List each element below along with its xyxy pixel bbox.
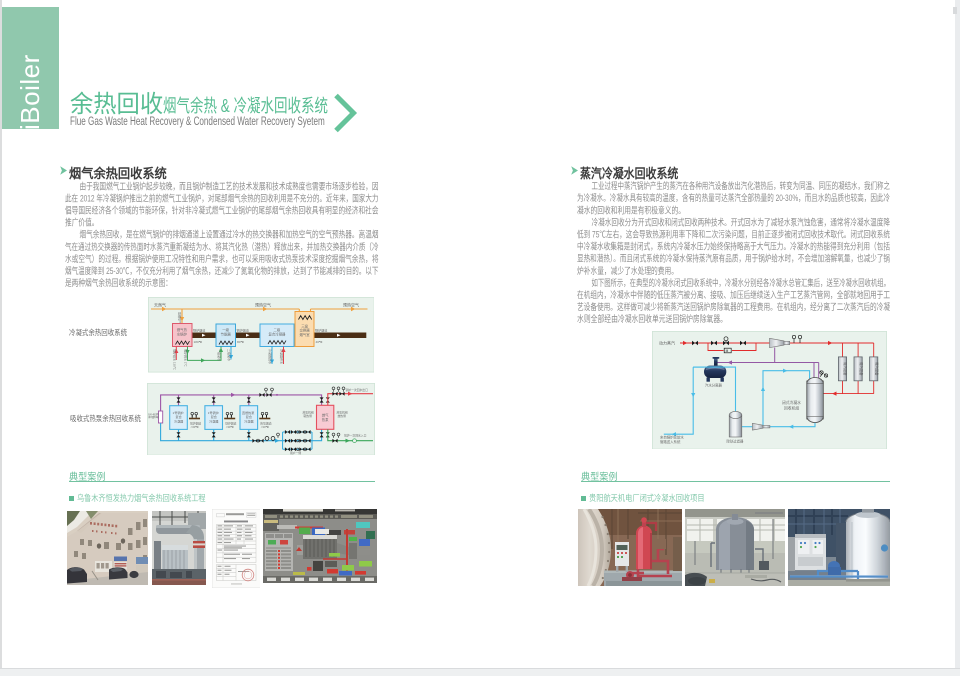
svg-text:1号锅炉: 1号锅炉: [173, 410, 184, 415]
svg-text:显热和潜热）。而且闭式系统的冷凝水保持蒸汽原有品质，用于锅炉: 显热和潜热）。而且闭式系统的冷凝水保持蒸汽原有品质，用于锅炉给水时，不会增加溶解…: [577, 253, 890, 264]
svg-text:交换器: 交换器: [299, 328, 310, 333]
svg-text:来自锅炉房软水: 来自锅炉房软水: [660, 434, 684, 439]
svg-text:三级: 三级: [301, 324, 308, 329]
svg-text:锅炉烟道: 锅炉烟道: [225, 421, 236, 425]
svg-text:预热空气: 预热空气: [343, 302, 359, 308]
svg-text:节能器: 节能器: [220, 331, 231, 336]
svg-text:炉补水量，减少了水处理的费用。: 炉补水量，减少了水处理的费用。: [577, 265, 678, 276]
svg-text:热泵机组: 热泵机组: [303, 410, 314, 414]
svg-text:助燃空气: 助燃空气: [177, 312, 182, 324]
svg-text:复合: 复合: [176, 414, 182, 419]
svg-text:管路送入系统: 管路送入系统: [660, 439, 681, 444]
svg-text:装置: 装置: [155, 413, 159, 419]
svg-text:如下图所示，在典型的冷凝水闭式回收系统中，冷凝水分别经各冷凝: 如下图所示，在典型的冷凝水闭式回收系统中，冷凝水分别经各冷凝水总管汇集后，送至冷…: [591, 277, 890, 288]
svg-text:动力蒸汽: 动力蒸汽: [659, 339, 675, 345]
svg-text:1号锅炉: 1号锅炉: [208, 410, 219, 415]
svg-text:工业过程中蒸汽锅炉产生的蒸汽在各种用汽设备放出汽化潜热后，转: 工业过程中蒸汽锅炉产生的蒸汽在各种用汽设备放出汽化潜热后，转变为同温、同压的凝结…: [591, 180, 890, 191]
svg-text:用汽设备: 用汽设备: [859, 362, 864, 376]
svg-text:低到 75℃左右，这会导致热源利用率下降和二次污染问题，目前: 低到 75℃左右，这会导致热源利用率下降和二次污染问题，目前正逐步被闭式回收技术…: [577, 229, 890, 240]
svg-text:烟气温度降到 25-30℃，不仅充分利用了烟气余热，还减少了: 烟气温度降到 25-30℃，不仅充分利用了烟气余热，还减少了氮氧化物的排放，达到…: [65, 265, 379, 276]
svg-text:锅炉烟道: 锅炉烟道: [193, 327, 205, 332]
svg-text:锅炉回水 1℃: 锅炉回水 1℃: [183, 349, 188, 367]
svg-text:艺设备使用。这样做可减少将新蒸汽送回锅炉房除氧器的工程费用。: 艺设备使用。这样做可减少将新蒸汽送回锅炉房除氧器的工程费用。在机组内，经分离了二…: [577, 301, 890, 312]
svg-text:锅炉给水 130℃: 锅炉给水 130℃: [172, 349, 177, 370]
svg-text:燃气: 燃气: [322, 412, 329, 417]
svg-text:冷凝器回水: 冷凝器回水: [268, 349, 273, 364]
svg-text:为冷凝水。冷凝水具有较高的温度，含有的热量可达蒸汽全部热量的: 为冷凝水。冷凝水具有较高的温度，含有的热量可达蒸汽全部热量的 20-30%，而且…: [577, 192, 890, 203]
svg-text:放热侧: 放热侧: [338, 414, 347, 418]
svg-text:M: M: [726, 348, 729, 352]
svg-text:冷凝水回收分为开式回收和闭式回收两种技术。开式回水为了减轻水: 冷凝水回收分为开式回收和闭式回收两种技术。开式回水为了减轻水泵汽蚀危害，通常将冷…: [591, 216, 890, 227]
svg-text:180℃: 180℃: [193, 340, 202, 344]
svg-text:锅炉一次回水入口: 锅炉一次回水入口: [344, 433, 367, 437]
svg-text:冷凝器: 冷凝器: [174, 418, 183, 423]
svg-text:复合: 复合: [246, 414, 252, 419]
svg-text:水则全部经由冷凝水回收单元送回锅炉房除氧器。: 水则全部经由冷凝水回收单元送回锅炉房除氧器。: [577, 313, 727, 324]
svg-text:锅炉一次回水出口: 锅炉一次回水出口: [346, 388, 369, 392]
svg-text:是两种烟气余热回收系统的示意图：: 是两种烟气余热回收系统的示意图：: [65, 277, 172, 288]
svg-text:二级: 二级: [273, 327, 280, 332]
svg-text:闭式冷凝水: 闭式冷凝水: [782, 400, 801, 405]
svg-text:用汽设备: 用汽设备: [874, 362, 879, 376]
svg-text:<30℃: <30℃: [261, 425, 270, 429]
svg-text:锅炉烟道: 锅炉烟道: [236, 327, 248, 332]
svg-text:复合: 复合: [211, 414, 217, 419]
svg-text:冷凝器: 冷凝器: [244, 418, 253, 423]
svg-text:气在通过热交换器的传热面时水蒸汽重新凝结为水、将其汽化热（潜: 气在通过热交换器的传热面时水蒸汽重新凝结为水、将其汽化热（潜热）释放出来，并加热…: [65, 241, 379, 252]
svg-text:凝水的回收和利用是有积极意义的。: 凝水的回收和利用是有积极意义的。: [577, 204, 685, 215]
svg-text:<30℃: <30℃: [191, 425, 200, 429]
svg-text:40℃: 40℃: [315, 340, 322, 344]
svg-text:倡导国民经济各个领域的节能环保，针对非冷凝式燃气工业锅炉的尾: 倡导国民经济各个领域的节能环保，针对非冷凝式燃气工业锅炉的尾部烟气余热回收具有明…: [65, 205, 379, 216]
svg-text:<30℃: <30℃: [226, 425, 235, 429]
svg-text:推广价值。: 推广价值。: [65, 217, 99, 228]
svg-text:热泵烟道: 热泵烟道: [260, 421, 271, 425]
svg-text:烟气余热回收，是在燃气锅炉的排烟通道上设置通过冷水的热交换器: 烟气余热回收，是在燃气锅炉的排烟通道上设置通过冷水的热交换器和加热空气的空气预热…: [79, 229, 378, 240]
svg-text:燃气热: 燃气热: [176, 327, 187, 332]
svg-text:用汽设备: 用汽设备: [843, 362, 848, 376]
svg-text:锅炉烟道: 锅炉烟道: [315, 327, 327, 332]
svg-text:冷凝器: 冷凝器: [209, 418, 218, 423]
svg-text:天然气: 天然气: [154, 302, 166, 308]
svg-text:二级凝水: 二级凝水: [227, 349, 232, 361]
svg-text:80℃: 80℃: [237, 340, 244, 344]
svg-text:中冷凝水收集箱是封闭式，系统内冷凝水压力始终保持略高于大气压: 中冷凝水收集箱是封闭式，系统内冷凝水压力始终保持略高于大气压力。冷凝水的热能得到…: [577, 241, 890, 252]
svg-text:预热空气: 预热空气: [255, 302, 271, 308]
svg-text:此在 2012 年冷凝锅炉推出之前的燃气工业锅炉，对尾部烟气: 此在 2012 年冷凝锅炉推出之前的燃气工业锅炉，对尾部烟气余热的回收利用是不充…: [65, 192, 379, 203]
svg-text:一级凝水: 一级凝水: [217, 349, 222, 361]
svg-text:取热侧: 取热侧: [304, 414, 313, 418]
svg-text:在机组内，冷凝水中伴随的低压蒸汽被分离、接吸、加压后继续送入: 在机组内，冷凝水中伴随的低压蒸汽被分离、接吸、加压后继续送入生产工艺蒸汽管网，全…: [577, 289, 890, 300]
svg-text:水或空气）的过程。根据锅炉使用工况特性和用户需求，也可以采用: 水或空气）的过程。根据锅炉使用工况特性和用户需求，也可以采用吸收式热泵技术深度挖…: [65, 253, 379, 264]
svg-text:回收机组: 回收机组: [784, 405, 799, 410]
svg-text:直燃热泵: 直燃热泵: [242, 410, 254, 415]
svg-text:用户一侧: 用户一侧: [290, 451, 301, 455]
svg-text:压差: 压差: [148, 413, 152, 419]
svg-text:热泵机组: 热泵机组: [337, 410, 348, 414]
svg-text:由于我国燃气工业锅炉起步较晚，而且锅炉制造工艺的技术发展和技: 由于我国燃气工业锅炉起步较晚，而且锅炉制造工艺的技术发展和技术成熟度也需要市场逐…: [79, 180, 378, 191]
svg-text:除砂过滤器: 除砂过滤器: [727, 438, 745, 443]
svg-text:冷凝器供水: 冷凝器供水: [279, 349, 284, 364]
svg-text:水锅炉: 水锅炉: [176, 331, 187, 336]
svg-text:一级: 一级: [222, 327, 229, 332]
svg-text:锅炉烟道: 锅炉烟道: [190, 421, 201, 425]
svg-text:烟气室: 烟气室: [299, 332, 310, 337]
svg-text:平衡: 平衡: [152, 413, 156, 419]
svg-text:汽水分离器: 汽水分离器: [705, 382, 723, 387]
svg-text:复合冷凝器: 复合冷凝器: [268, 331, 286, 336]
svg-text:热泵: 热泵: [322, 417, 329, 422]
